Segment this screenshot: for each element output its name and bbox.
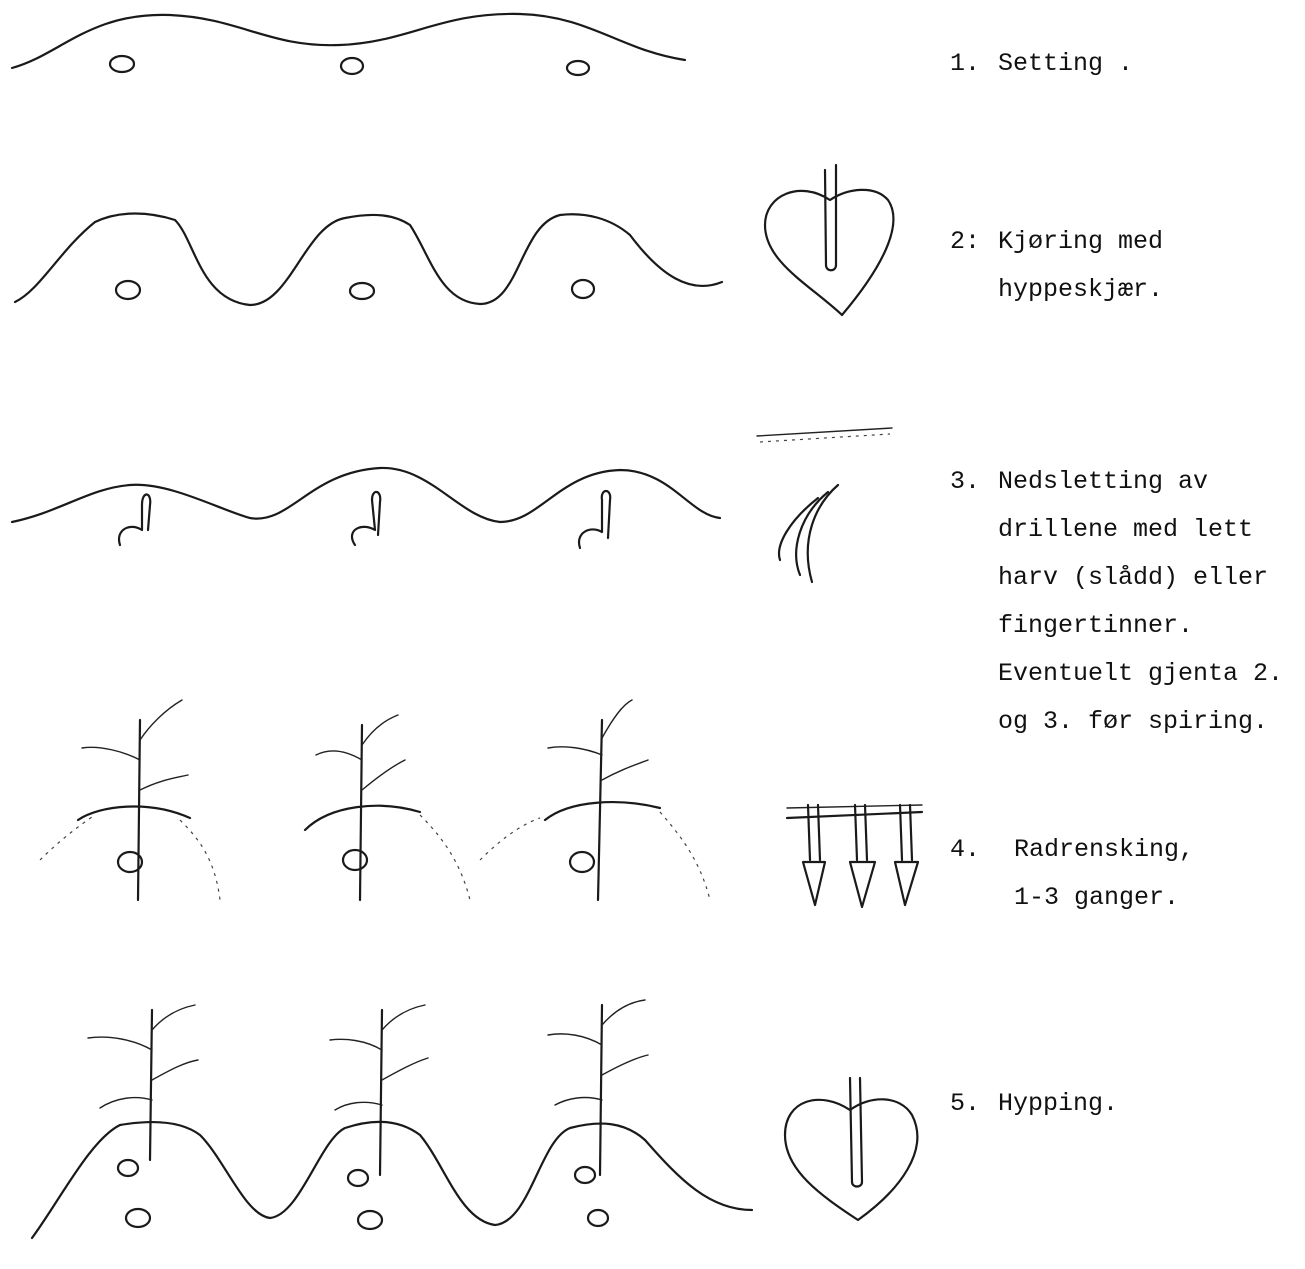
step-4-text-line-2: 1-3 ganger. [1014,883,1180,912]
step-1-text: Setting . [998,49,1134,78]
step-3-text-line-2: drillene med lett [998,515,1254,544]
seed-potato [348,281,376,301]
row3-ridges [10,466,722,550]
step-3-text-line-5: Eventuelt gjenta 2. [998,659,1284,688]
seed-potato [570,278,596,300]
seed-potato [108,54,136,74]
step-3-text-line-3: harv (slådd) eller [998,563,1269,592]
step-3-number: 3. [950,467,981,496]
row1-soil-ridges [10,12,687,77]
step-5-number: 5. [950,1089,981,1118]
row5-plants [30,999,754,1240]
step-3-text-line-4: fingertinner. [998,611,1194,640]
step-5-text: Hypping. [998,1089,1119,1118]
step-4-number: 4. [950,835,981,864]
step-3-text-line-1: Nedsletting av [998,467,1209,496]
step-2-number: 2: [950,227,981,256]
seed-potato [339,56,365,76]
step-1-number: 1. [950,49,981,78]
step-3-text-line-6: og 3. før spiring. [998,707,1269,736]
seed-potato [114,279,142,301]
step-2-text-line-2: hyppeskjær. [998,275,1164,304]
step-2-text-line-1: Kjøring med [998,227,1164,256]
row2-ridges [13,212,724,307]
row-cleaner-icon [785,803,924,909]
row4-plants [39,699,711,902]
step-4-text-line-1: Radrensking, [1014,835,1195,864]
ridger-share-icon [763,163,895,317]
seed-potato [565,59,591,77]
harrow-icon [756,427,893,584]
hilling-share-icon [783,1076,919,1222]
